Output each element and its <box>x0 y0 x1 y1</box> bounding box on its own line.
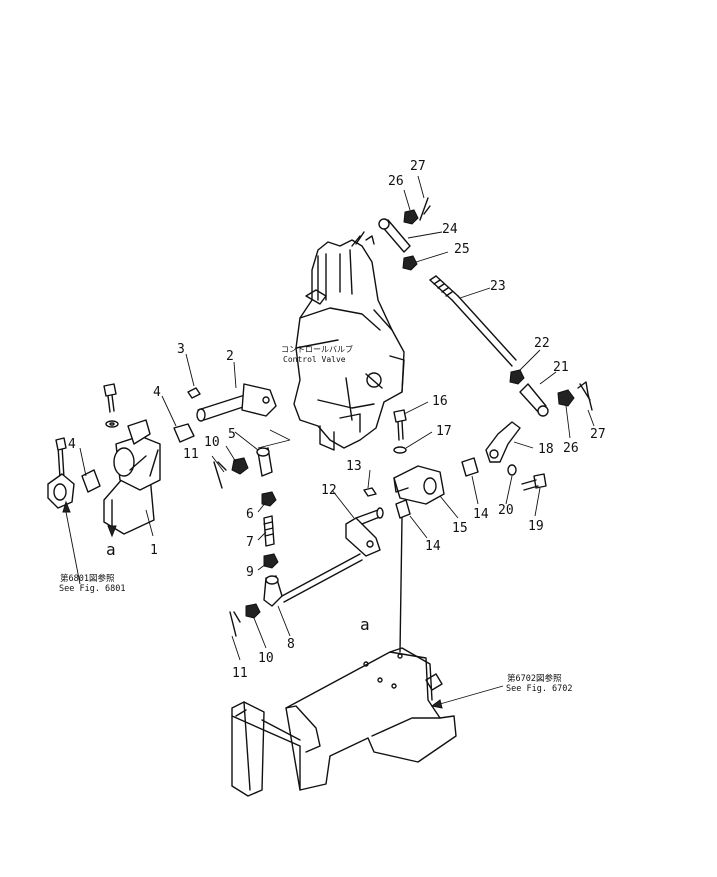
callout-11: 11 <box>232 666 248 681</box>
callout-14: 14 <box>473 507 489 522</box>
callout-9: 9 <box>246 565 254 580</box>
control-valve-label-jp: コントロールバルブ <box>281 344 353 354</box>
marker-a-left: a <box>106 540 116 559</box>
base-frame <box>231 647 457 797</box>
marker-a-right: a <box>360 615 370 634</box>
shaft-assembly <box>187 383 277 422</box>
callout-20: 20 <box>498 503 514 518</box>
callout-4: 4 <box>68 437 76 452</box>
callout-22: 22 <box>534 336 550 351</box>
callout-19: 19 <box>528 519 544 534</box>
callouts: 1 2 3 4 4 5 6 7 8 9 10 10 11 11 12 13 14… <box>68 159 606 681</box>
bracket-assembly-right <box>393 409 547 653</box>
callout-11: 11 <box>183 447 199 462</box>
fig6702-reference-jp: 第6702図参照 <box>507 673 562 684</box>
upper-linkage <box>378 197 593 417</box>
callout-1: 1 <box>150 543 158 558</box>
callout-2: 2 <box>226 349 234 364</box>
callout-13: 13 <box>346 459 362 474</box>
callout-23: 23 <box>490 279 506 294</box>
arrow-head-fig6702 <box>430 699 443 709</box>
callout-27: 27 <box>590 427 606 442</box>
callout-7: 7 <box>246 535 254 550</box>
lever-assembly <box>345 487 384 557</box>
callout-3: 3 <box>177 342 185 357</box>
callout-16: 16 <box>432 394 448 409</box>
callout-10: 10 <box>204 435 220 450</box>
leader-lines <box>65 175 595 705</box>
callout-24: 24 <box>442 222 458 237</box>
bracket-assembly-left <box>47 383 195 538</box>
callout-5: 5 <box>228 427 236 442</box>
fig6702-reference-en: See Fig. 6702 <box>506 684 573 694</box>
callout-10: 10 <box>258 651 274 666</box>
arrow-head-fig6801 <box>62 500 71 513</box>
callout-17: 17 <box>436 424 452 439</box>
callout-8: 8 <box>287 637 295 652</box>
fig6801-reference-jp: 第6801図参照 <box>60 573 115 584</box>
callout-21: 21 <box>553 360 569 375</box>
callout-25: 25 <box>454 242 470 257</box>
fig6801-reference-en: See Fig. 6801 <box>59 584 126 594</box>
control-valve-label-en: Control Valve <box>283 355 346 364</box>
callout-6: 6 <box>246 507 254 522</box>
callout-4: 4 <box>153 385 161 400</box>
callout-15: 15 <box>452 521 468 536</box>
callout-14: 14 <box>425 539 441 554</box>
callout-26: 26 <box>388 174 404 189</box>
control-valve <box>293 231 405 451</box>
callout-18: 18 <box>538 442 554 457</box>
middle-fittings <box>213 429 363 637</box>
callout-12: 12 <box>321 483 337 498</box>
callout-27: 27 <box>410 159 426 174</box>
callout-26: 26 <box>563 441 579 456</box>
